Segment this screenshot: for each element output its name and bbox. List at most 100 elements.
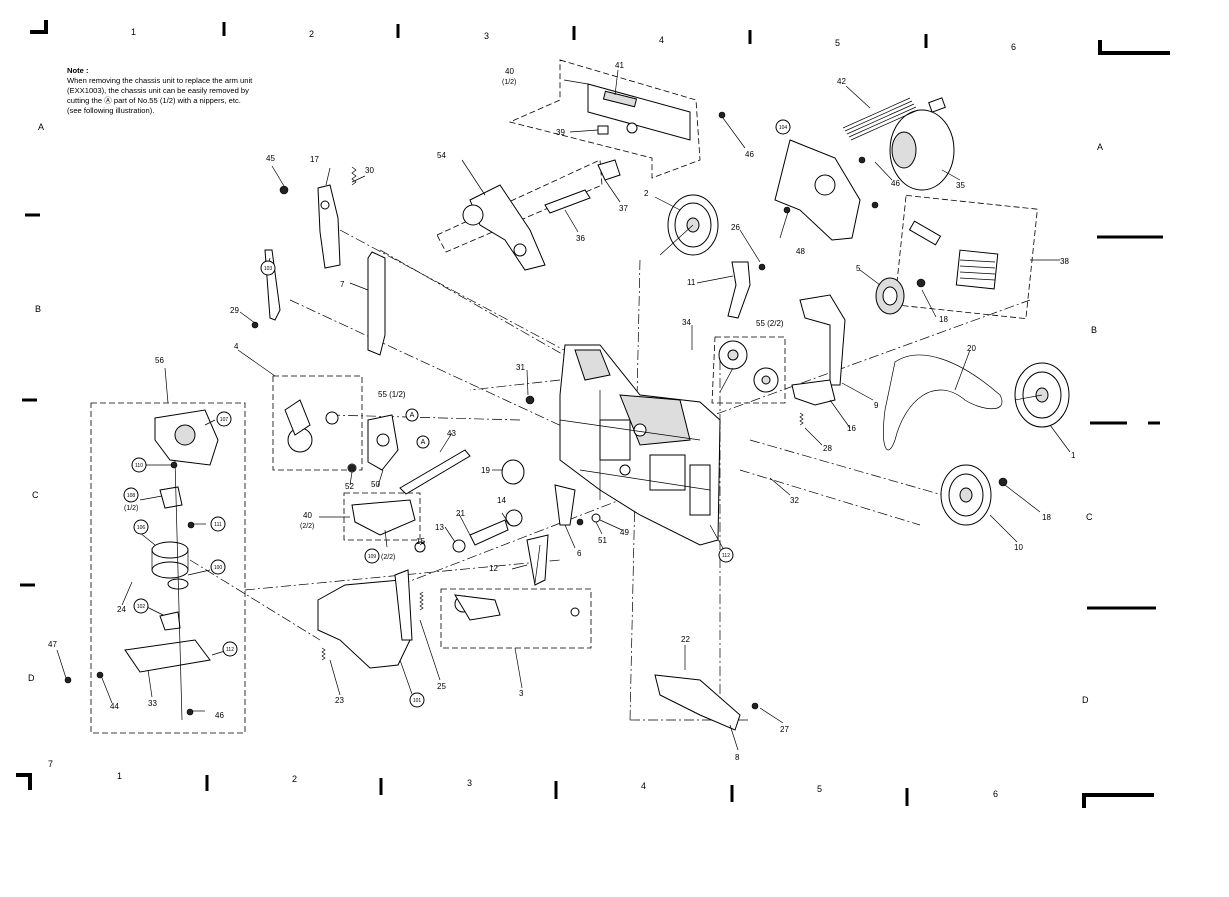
- grid-left-d: D: [28, 673, 35, 683]
- label-6: 6: [577, 549, 582, 558]
- label-41: 41: [615, 61, 624, 70]
- group-55-2-2: [711, 336, 786, 404]
- circle-108: 108: [127, 493, 136, 499]
- circle-103: 103: [264, 266, 273, 272]
- grid-right-d: D: [1082, 695, 1089, 705]
- grid-top-1: 1: [131, 27, 136, 37]
- label-21: 21: [456, 509, 465, 518]
- grid-left-b: B: [35, 304, 41, 314]
- label-16: 16: [847, 424, 856, 433]
- circle-a-1: A: [410, 412, 415, 419]
- note-line-2: (EXX1003), the chassis unit can be easil…: [67, 86, 249, 95]
- label-22: 22: [681, 635, 690, 644]
- label-46b: 46: [891, 179, 900, 188]
- grid-right-a: A: [1097, 142, 1103, 152]
- assembly-groups: [90, 59, 1038, 734]
- label-34: 34: [682, 318, 691, 327]
- circle-109: 109: [368, 554, 377, 560]
- label-46a: 46: [745, 150, 754, 159]
- group-40-1-2: [508, 59, 701, 179]
- group-4: [272, 375, 363, 471]
- label-2: 2: [644, 189, 649, 198]
- plate-7: [367, 251, 386, 356]
- lever-16: [791, 379, 836, 406]
- belt-42: [842, 97, 919, 141]
- grid-bottom-5: 5: [817, 784, 822, 794]
- label-40a: 40: [505, 67, 514, 76]
- label-1: 1: [1071, 451, 1076, 460]
- label-11: 11: [687, 278, 696, 287]
- screws: [64, 111, 1008, 716]
- head-block-56: [124, 409, 219, 721]
- page-number: 7: [48, 759, 53, 769]
- label-42: 42: [837, 77, 846, 86]
- part-labels: 1 2 3 4 5 6 7 8 9 10 11 12 13 14 15 16 1…: [48, 61, 1076, 762]
- circle-104: 104: [779, 125, 788, 131]
- circle-101: 101: [413, 698, 422, 704]
- gears-55-2-2: [718, 340, 779, 393]
- grid-bottom-6: 6: [993, 789, 998, 799]
- label-9: 9: [874, 401, 879, 410]
- grid-bottom-2: 2: [292, 774, 297, 784]
- motor-35: [889, 97, 955, 191]
- label-43: 43: [447, 429, 456, 438]
- label-29: 29: [230, 306, 239, 315]
- pinch-roller-4: [284, 399, 339, 453]
- grid-top-3: 3: [484, 31, 489, 41]
- grid-top-4: 4: [659, 35, 664, 45]
- circle-112-left: 112: [226, 647, 234, 653]
- pinch-assy-3: [454, 594, 580, 621]
- circle-112: 112: [722, 553, 730, 559]
- label-54: 54: [437, 151, 446, 160]
- label-18a: 18: [939, 315, 948, 324]
- circle-107: 107: [220, 417, 229, 423]
- label-47: 47: [48, 640, 57, 649]
- lever-8: [654, 674, 741, 731]
- capstan-parts: [347, 459, 601, 586]
- group-38: [894, 194, 1038, 320]
- circle-102: 102: [137, 604, 146, 610]
- label-13: 13: [435, 523, 444, 532]
- group-54-36: [436, 159, 603, 253]
- label-32: 32: [790, 496, 799, 505]
- service-note: Note : When removing the chassis unit to…: [67, 66, 307, 116]
- label-23: 23: [335, 696, 344, 705]
- part-5-gear: [875, 277, 905, 315]
- springs: [321, 166, 804, 661]
- label-30: 30: [365, 166, 374, 175]
- label-10: 10: [1014, 543, 1023, 552]
- part-40-1-2: [587, 83, 691, 141]
- belt-20: [883, 354, 1003, 451]
- label-55a: 55 (1/2): [378, 390, 406, 399]
- label-4: 4: [234, 342, 239, 351]
- part-54: [462, 184, 546, 271]
- label-36: 36: [576, 234, 585, 243]
- label-52: 52: [345, 482, 354, 491]
- label-14: 14: [497, 496, 506, 505]
- label-44: 44: [110, 702, 119, 711]
- label-28: 28: [823, 444, 832, 453]
- label-33: 33: [148, 699, 157, 708]
- frame-marks: [16, 20, 1170, 808]
- label-45: 45: [266, 154, 275, 163]
- grid-bottom-3: 3: [467, 778, 472, 788]
- chassis-101: [317, 569, 413, 669]
- grid-left-a: A: [38, 122, 44, 132]
- holder-40-2-2: [351, 499, 416, 536]
- bracket-104: [774, 139, 861, 241]
- solenoid-38: [908, 220, 999, 290]
- label-19: 19: [481, 466, 490, 475]
- lever-105: [264, 249, 281, 321]
- note-line-1: When removing the chassis unit to replac…: [67, 76, 253, 85]
- label-25: 25: [437, 682, 446, 691]
- part-36: [544, 189, 591, 214]
- label-5: 5: [856, 264, 861, 273]
- label-8: 8: [735, 753, 740, 762]
- note-title: Note :: [67, 66, 89, 75]
- grid-labels: 1 2 3 4 5 6 1 2 3 4 5 6 A B C D A B C D …: [28, 27, 1103, 799]
- reel-1: [1014, 362, 1070, 428]
- group-40-2-2: [343, 492, 421, 541]
- label-50: 50: [371, 480, 380, 489]
- label-37: 37: [619, 204, 628, 213]
